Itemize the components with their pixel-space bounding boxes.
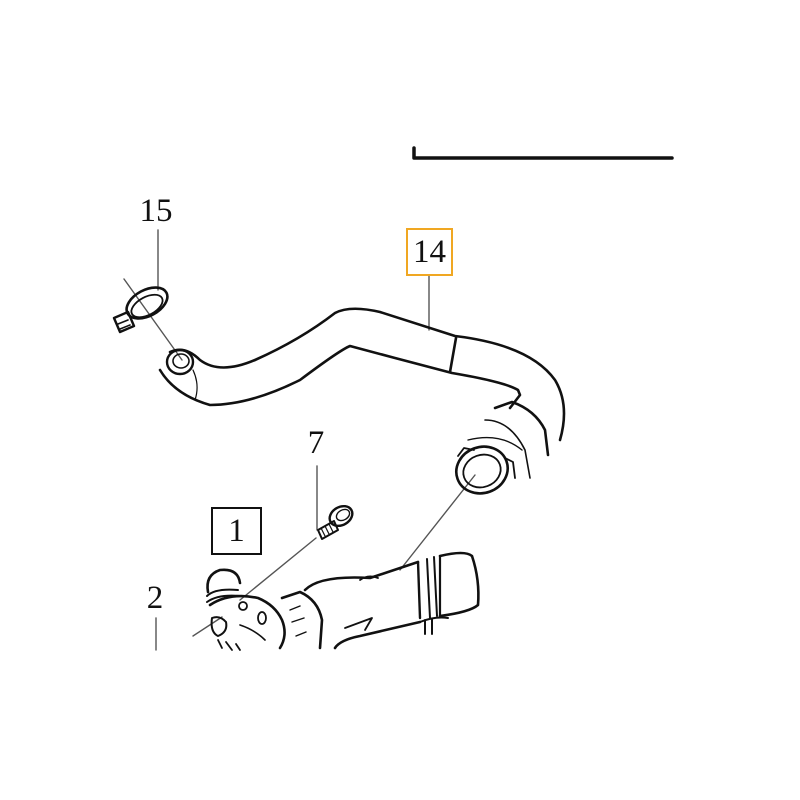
hose-clamp-part xyxy=(112,286,169,334)
callout-label-15: 15 xyxy=(139,193,173,229)
leader-line-15-axis xyxy=(123,278,183,361)
callout-label-1-boxed: 1 xyxy=(211,507,262,555)
coolant-hose-part xyxy=(158,307,566,495)
thermostat-housing-part xyxy=(206,551,480,651)
callout-label-7: 7 xyxy=(307,425,325,461)
callout-label-14-highlighted[interactable]: 14 xyxy=(406,228,453,276)
screw-part xyxy=(317,504,354,540)
leader-line-hose-connector xyxy=(399,474,476,571)
leader-line-7-axis xyxy=(239,537,317,601)
leader-line-2-axis xyxy=(192,616,223,637)
group-bracket-line xyxy=(412,146,674,160)
callout-label-2: 2 xyxy=(146,580,164,616)
